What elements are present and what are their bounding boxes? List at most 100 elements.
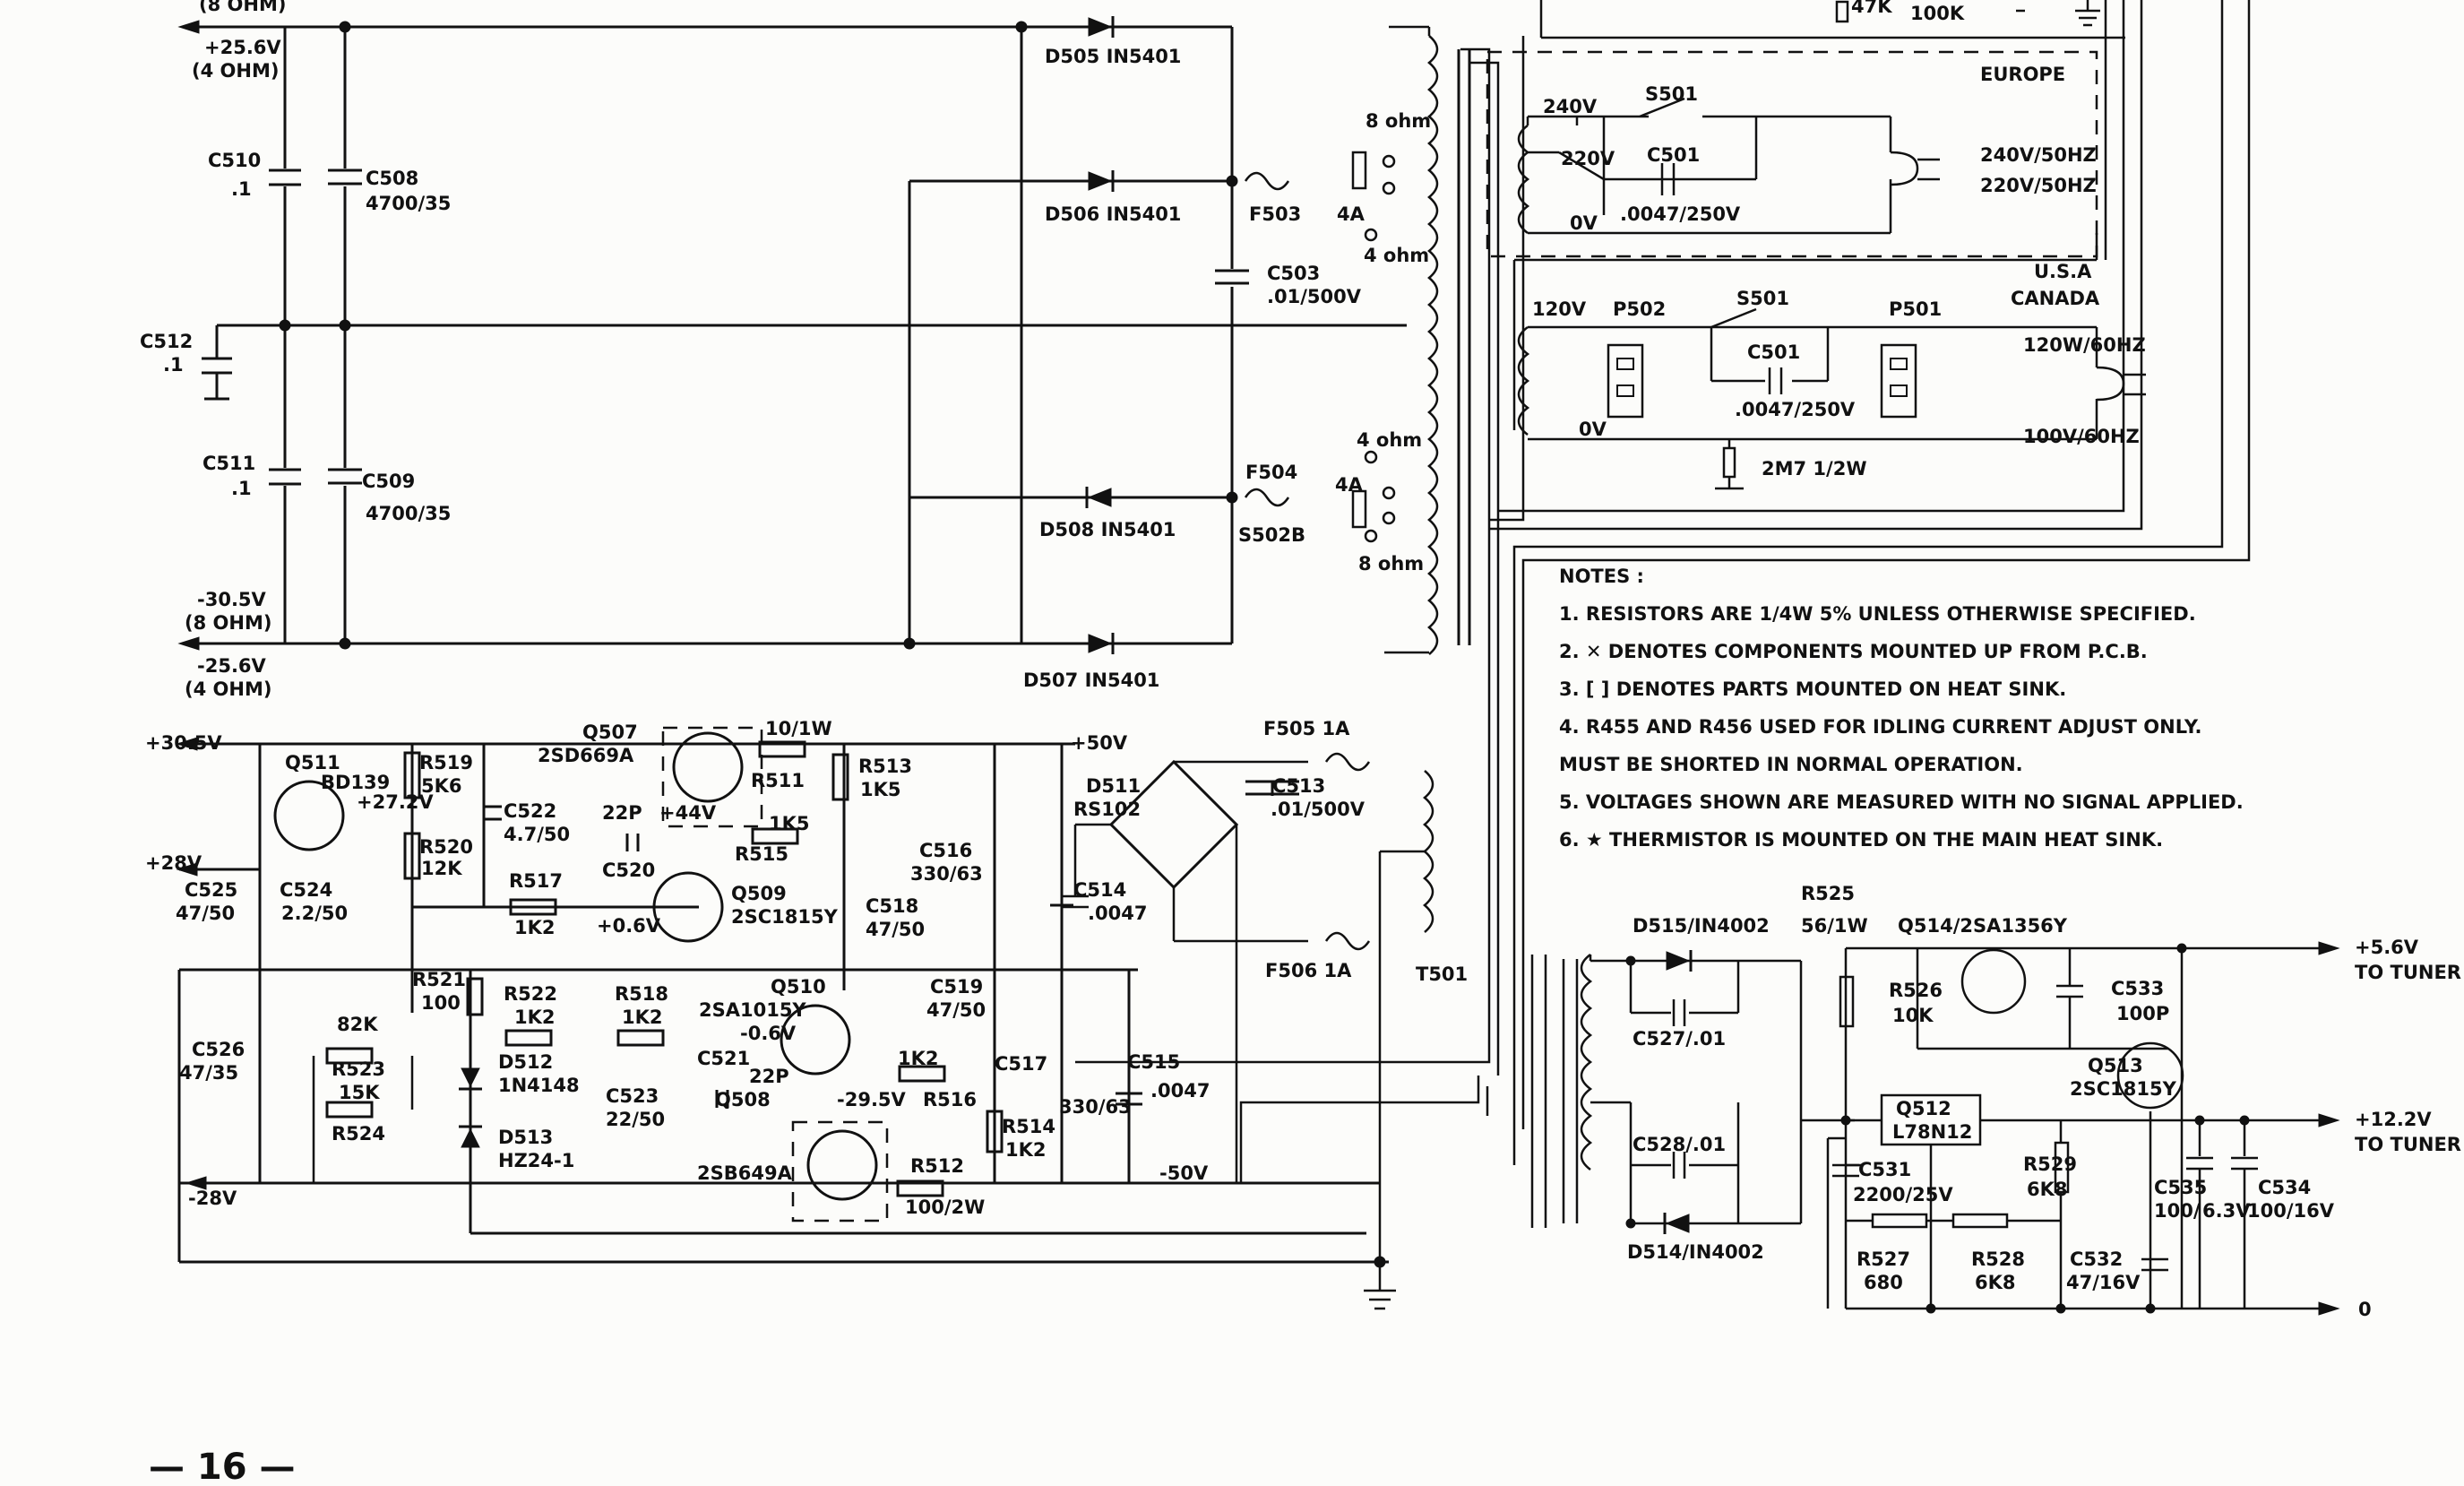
label-c525-value: 47/50 xyxy=(176,903,235,924)
label-c508: C508 xyxy=(366,168,418,189)
label-r522-value: 1K2 xyxy=(514,1007,556,1028)
label-q509-type: 2SC1815Y xyxy=(731,906,839,928)
label-m305: -30.5V xyxy=(197,589,267,610)
label-r511: R511 xyxy=(751,770,805,791)
label-q509: Q509 xyxy=(731,883,787,904)
label-r513: R513 xyxy=(858,756,912,777)
label-c523-value: 22/50 xyxy=(606,1109,665,1130)
label-c508-value: 4700/35 xyxy=(366,193,451,214)
label-r514: R514 xyxy=(1002,1116,1055,1137)
label-out-56v-tuner: TO TUNER xyxy=(2355,962,2461,983)
note-4-cont: MUST BE SHORTED IN NORMAL OPERATION. xyxy=(1559,754,2023,775)
label-r529: R529 xyxy=(2023,1153,2077,1175)
label-r527: R527 xyxy=(1857,1248,1910,1270)
label-r529-value: 6K8 xyxy=(2027,1179,2068,1200)
label-s502b: S502B xyxy=(1238,524,1305,546)
label-r519-value: 5K6 xyxy=(421,775,462,797)
label-vm295: -29.5V xyxy=(837,1089,907,1110)
label-f504: F504 xyxy=(1245,462,1297,483)
label-r522: R522 xyxy=(504,983,557,1005)
label-240v-50hz: 240V/50HZ xyxy=(1980,144,2097,166)
label-c510: C510 xyxy=(208,150,261,171)
label-v44: +44V xyxy=(659,802,717,824)
label-p28: +28V xyxy=(145,852,202,874)
label-15k: 15K xyxy=(339,1082,380,1103)
label-usa: U.S.A xyxy=(2034,261,2092,282)
label-c517-value: 330/63 xyxy=(1059,1096,1132,1118)
label-d512: D512 xyxy=(498,1051,553,1073)
label-240v: 240V xyxy=(1543,96,1598,117)
label-r525: R525 xyxy=(1801,883,1855,904)
label-q512-type: L78N12 xyxy=(1892,1121,1972,1143)
label-4ohm-a: 4 ohm xyxy=(1364,245,1429,266)
label-c532-value: 47/16V xyxy=(2066,1272,2141,1293)
label-120w-60hz: 120W/60HZ xyxy=(2023,334,2146,356)
label-q511-type: BD139 xyxy=(321,772,390,793)
label-d506: D506 IN5401 xyxy=(1045,203,1181,225)
label-q508: Q508 xyxy=(715,1089,771,1110)
label-c501-b-value: .0047/250V xyxy=(1735,399,1856,420)
label-r517-value: 1K2 xyxy=(514,917,556,938)
label-r517: R517 xyxy=(509,870,563,892)
label-d512-type: 1N4148 xyxy=(498,1075,580,1096)
note-1: 1. RESISTORS ARE 1/4W 5% UNLESS OTHERWIS… xyxy=(1559,603,2196,625)
label-c511-value: .1 xyxy=(231,478,252,499)
label-m256: -25.6V xyxy=(197,655,267,677)
label-out-56v: +5.6V xyxy=(2355,937,2419,958)
label-c519: C519 xyxy=(930,976,983,998)
label-22p-b: 22P xyxy=(749,1066,789,1087)
label-p501: P501 xyxy=(1889,298,1942,320)
label-q507: Q507 xyxy=(582,721,638,743)
label-r10: 10/1W xyxy=(765,718,832,739)
label-r515: R515 xyxy=(735,843,788,865)
label-d505: D505 IN5401 xyxy=(1045,46,1181,67)
label-c516-value: 330/63 xyxy=(910,863,983,885)
label-c523: C523 xyxy=(606,1085,659,1107)
label-d514: D514/IN4002 xyxy=(1627,1241,1764,1263)
label-c533-value: 100P xyxy=(2116,1003,2169,1024)
label-c510-value: .1 xyxy=(231,178,252,200)
label-c503-value: .01/500V xyxy=(1267,286,1362,307)
label-s501-a: S501 xyxy=(1645,83,1698,105)
label-d511-type: RS102 xyxy=(1073,799,1141,820)
notes-title: NOTES : xyxy=(1559,566,1644,587)
label-p256-ohm: (4 OHM) xyxy=(192,60,279,82)
label-m256-ohm: (4 OHM) xyxy=(185,678,271,700)
label-r524: R524 xyxy=(332,1123,385,1145)
label-q510: Q510 xyxy=(771,976,826,998)
label-c535-value: 100/ xyxy=(2154,1200,2201,1222)
label-m28: -28V xyxy=(188,1188,237,1209)
label-100v-60hz: 100V/60HZ xyxy=(2023,426,2140,447)
label-r528: R528 xyxy=(1971,1248,2025,1270)
label-top-47k: 47K xyxy=(1851,0,1892,17)
label-c522-value: 4.7/50 xyxy=(504,824,570,845)
label-s501-b: S501 xyxy=(1736,288,1789,309)
label-c526-value: 47/35 xyxy=(179,1062,238,1084)
label-c509-value: 4700/35 xyxy=(366,503,451,524)
tuner-supply-section xyxy=(1562,941,2340,1316)
page-number: — 16 — xyxy=(149,1447,296,1486)
label-f503-value: 4A xyxy=(1337,203,1366,225)
label-q510-type: 2SA1015Y xyxy=(699,999,806,1021)
note-5: 5. VOLTAGES SHOWN ARE MEASURED WITH NO S… xyxy=(1559,791,2244,813)
label-v272: +27.2V xyxy=(357,791,434,813)
driver-section xyxy=(176,726,1434,1310)
label-q512: Q512 xyxy=(1896,1098,1951,1119)
label-r525-value: 56/1W xyxy=(1801,915,1868,937)
label-c512: C512 xyxy=(140,331,193,352)
label-c528: C528/.01 xyxy=(1633,1134,1726,1155)
label-f503: F503 xyxy=(1249,203,1301,225)
label-d511: D511 xyxy=(1086,775,1141,797)
label-p502: P502 xyxy=(1613,298,1666,320)
label-c509: C509 xyxy=(362,471,415,492)
label-120v: 120V xyxy=(1532,298,1587,320)
label-r520: R520 xyxy=(419,836,473,858)
label-r514-value: 1K2 xyxy=(1005,1139,1047,1161)
label-f506: F506 1A xyxy=(1265,960,1352,981)
label-c515-value: .0047 xyxy=(1150,1080,1210,1102)
label-r526-value: 10K xyxy=(1892,1005,1934,1026)
label-8ohm-a: 8 ohm xyxy=(1366,110,1431,132)
label-vm06: -0.6V xyxy=(740,1023,797,1044)
label-top-cut: (8 OHM) xyxy=(199,0,286,15)
